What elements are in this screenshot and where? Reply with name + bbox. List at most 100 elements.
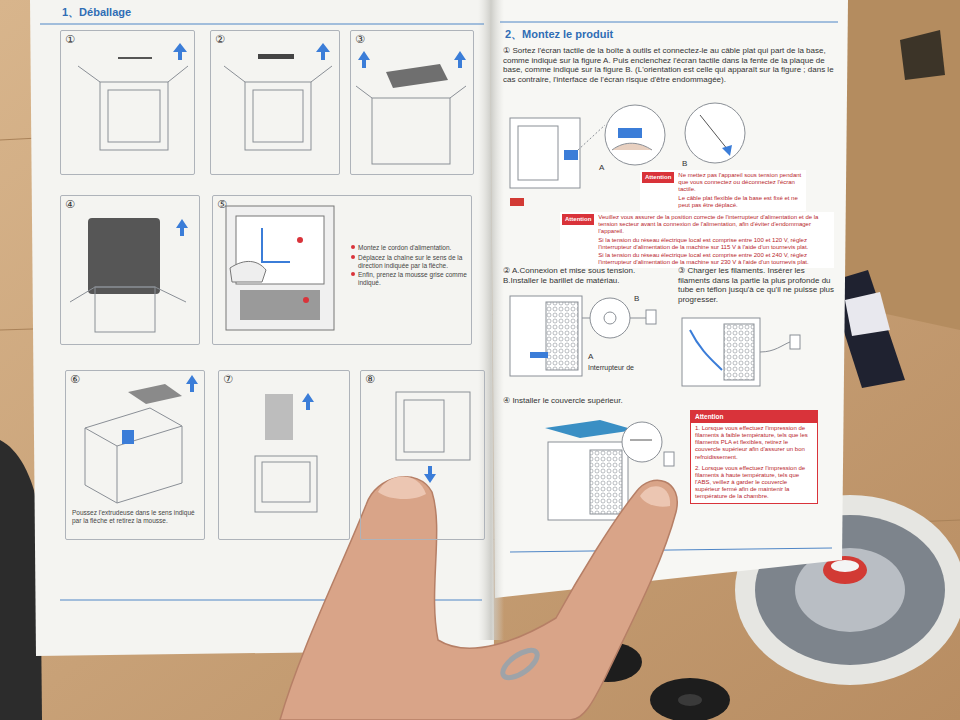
callout-number: ⑥ [70,373,80,386]
step-panel: ⑦ [218,370,350,540]
bullet-dot [351,255,355,259]
filament-figure [790,335,800,349]
bullet-dot [351,272,355,276]
hand [640,486,670,506]
step-text: Montez le cordon d'alimentation. [351,244,467,252]
panel-7-illustration [255,456,317,512]
screen-figure [510,198,524,206]
warning-header: Attention [691,411,817,423]
callout-number: ⑤ [217,198,227,211]
filament-figure [682,318,760,386]
cardboard-box [900,30,945,80]
hand [498,645,541,683]
panel-5-illustration [303,297,309,303]
text-column: Veuillez vous assurer de la position cor… [598,214,832,266]
rubber-feet [650,678,730,720]
step-panel: ③ [350,30,474,175]
panel-4-illustration [70,287,186,302]
page-rules [510,548,832,552]
rubber-feet [678,694,702,706]
callout-number: ④ [65,198,75,211]
warning-text: 1. Lorsque vous effectuez l'impression d… [691,423,817,463]
panel-4-illustration [95,287,155,332]
filament-figure [690,330,722,370]
screen-figure [510,118,580,188]
figure-letter: B [634,294,639,304]
lid-figure [545,420,674,520]
step-text: Enfin, prenez la mousse grise comme indi… [351,271,467,287]
power-figure [590,298,630,338]
panel-3-illustration [386,64,448,88]
screen-figure [722,145,732,156]
panel-8-illustration [404,400,444,452]
panel-6-illustration [85,408,182,446]
page-rules [40,24,484,25]
screen-figure [612,143,652,150]
panel-1-illustration [168,66,188,82]
panel-7-illustration [255,393,317,512]
panel-5-illustration [240,290,320,320]
panel-2-illustration [224,43,332,150]
panel-1-illustration [173,43,187,60]
panel-2-illustration [224,66,245,82]
panel-1-illustration [108,90,160,142]
panel-7-illustration [302,393,314,410]
step-text: Déplacez la chaîne sur le sens de la dir… [351,254,467,270]
panel-2-illustration [258,54,294,59]
panel-4-illustration [88,218,160,294]
lid-figure [630,440,652,441]
panel-2-illustration [311,66,332,82]
panel-6-illustration [85,428,117,503]
panel-3-illustration [356,51,466,164]
manual-page: 1、Déballage①②③④⑤Montez le cordon d'alime… [30,0,490,650]
warning-text: Ne mettez pas l'appareil sous tension pe… [678,172,804,194]
panel-7-illustration [265,394,293,440]
power-figure [582,318,590,319]
warning-text: Si la tension du réseau électrique local… [598,252,832,266]
panel-3-illustration [372,98,450,164]
panel-7-illustration [262,462,310,502]
warning-box: Attention Veuillez vous assurer de la pos… [560,212,834,268]
step-panel: ⑧ [360,370,485,540]
book-pages [478,0,504,640]
power-figure [530,352,548,358]
power-figure [630,318,646,319]
panel-6-illustration [85,375,198,503]
step-panel: ② [210,30,340,175]
callout-number: ① [65,33,75,46]
filament-figure [724,324,754,380]
lid-figure [548,442,628,520]
panel-6-illustration [128,384,182,404]
warning-text: Veuillez vous assurer de la position cor… [598,214,832,236]
filament-figure [760,342,790,352]
panel-5-illustration [226,206,334,330]
figure-letter: A [588,352,593,362]
hand [378,477,426,500]
panel-3-illustration [450,86,466,98]
step-panel: ⑥Poussez l'extrudeuse dans le sens indiq… [65,370,205,540]
warning-box: AttentionNe mettez pas l'appareil sous t… [640,170,806,211]
figure-letter: A [599,163,604,173]
warning-box: Attention1. Lorsque vous effectuez l'imp… [690,410,818,504]
warning-tag: Attention [562,214,594,225]
warning-text: 2. Lorsque vous effectuez l'impression d… [691,463,817,503]
book-pages [30,0,848,656]
text-column: Montez le cordon d'alimentation. Déplacez… [351,244,467,287]
panel-1-illustration [100,82,168,150]
filament-spool [831,560,859,572]
screen-figure [618,128,642,138]
callout-number: ⑧ [365,373,375,386]
screen-figure [685,103,745,163]
callout-number: ③ [355,33,365,46]
warning-text: Si la tension du réseau électrique local… [598,237,832,251]
lid-figure [664,452,674,466]
panel-1-illustration [118,57,152,59]
screen-figure [518,126,558,180]
lid-figure [622,422,662,462]
filament-figure [682,318,800,386]
